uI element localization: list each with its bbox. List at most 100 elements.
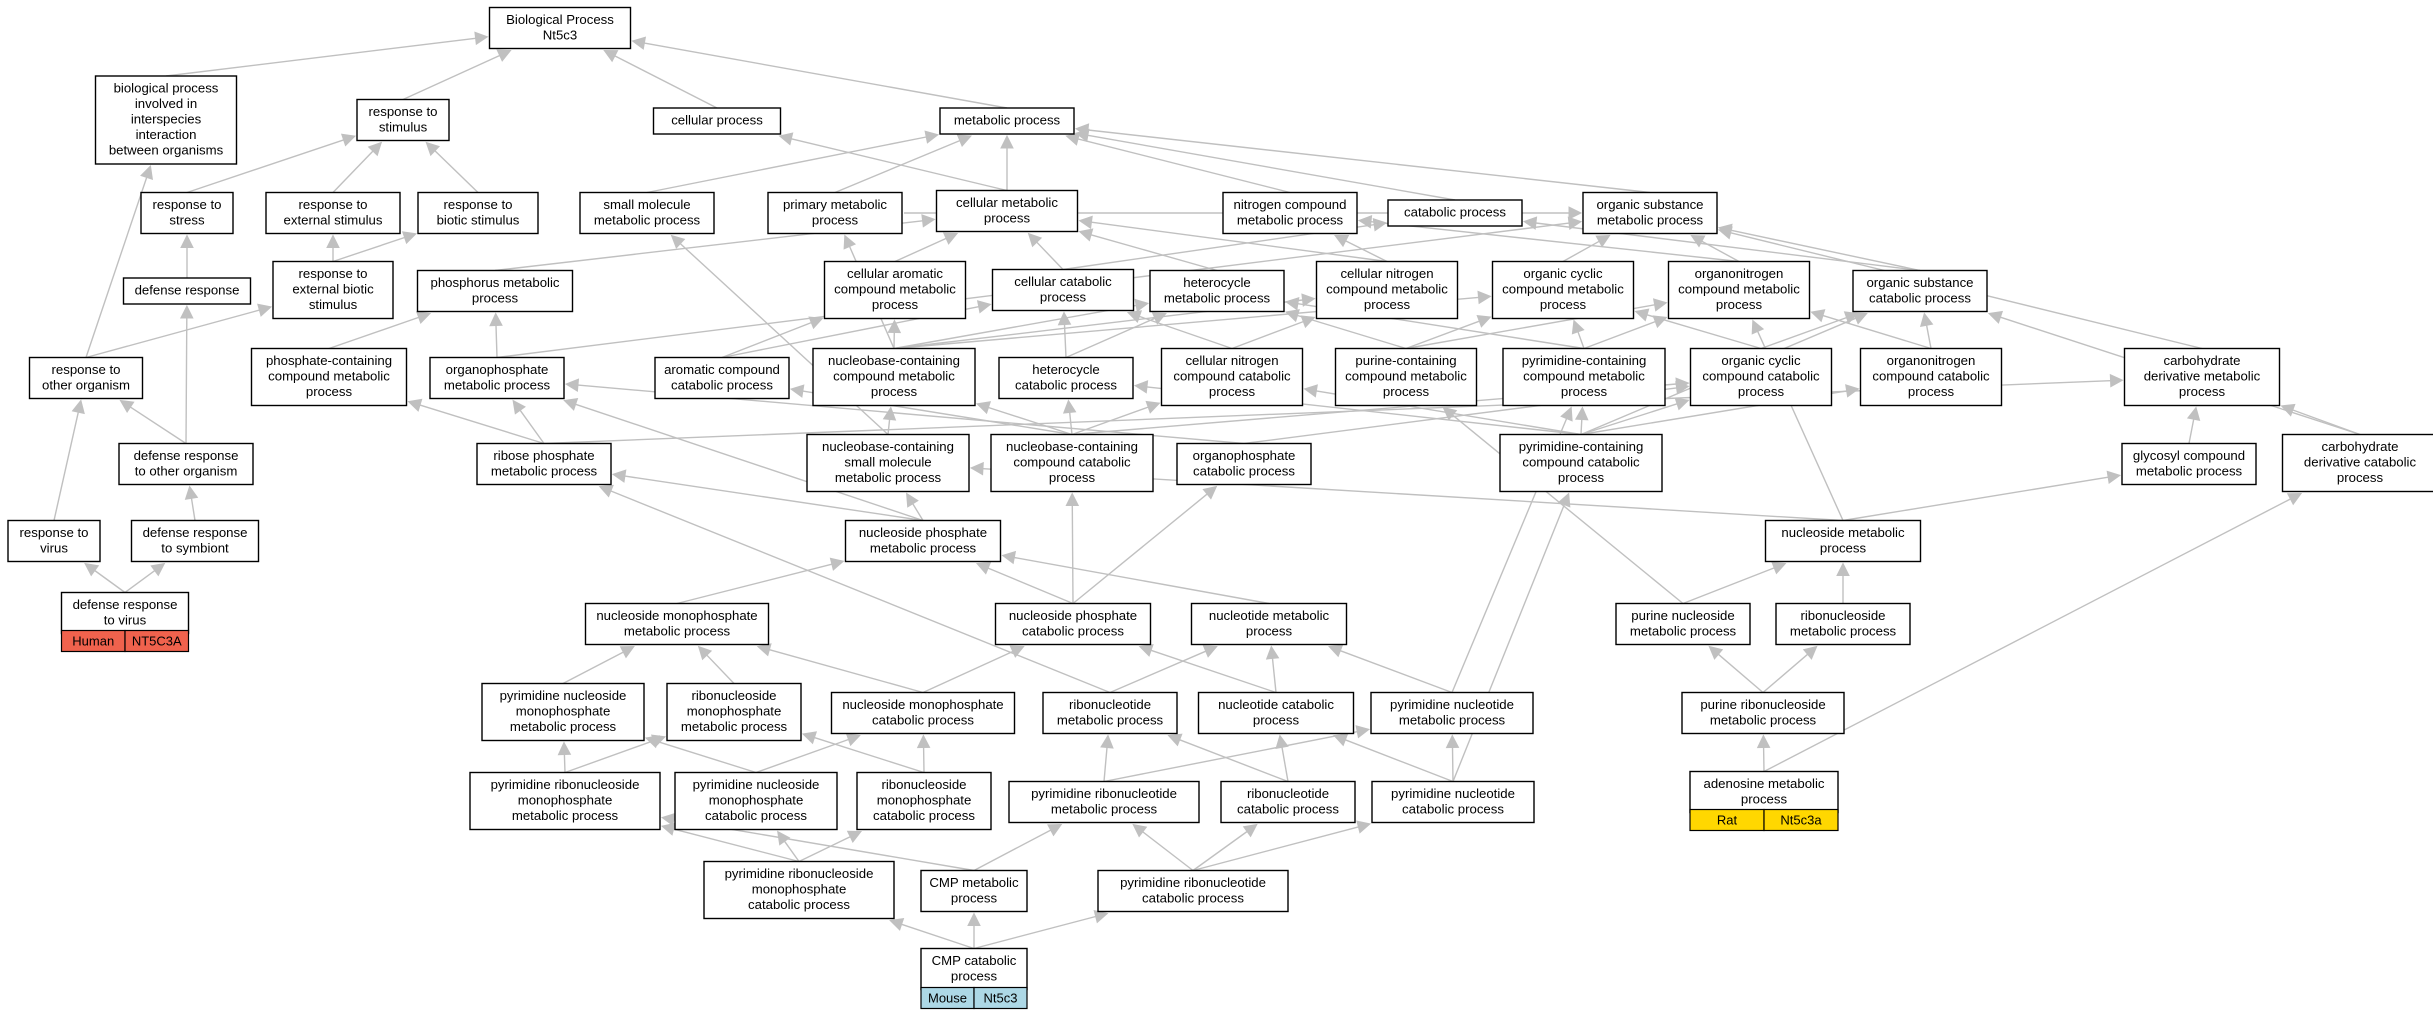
node-label: defense response <box>143 525 248 540</box>
arrow-head-icon <box>1567 216 1583 230</box>
node-box <box>469 771 661 831</box>
arrow-head-icon <box>1132 823 1148 838</box>
node-label: heterocycle <box>1032 362 1099 377</box>
go-term-pyrnmpmp[interactable]: pyrimidine ribonucleosidemonophosphateme… <box>469 771 661 831</box>
node-label: biotic stimulus <box>437 213 520 228</box>
go-term-pynmpcp[interactable]: pyrimidine nucleosidemonophosphatecatabo… <box>674 771 838 831</box>
node-box <box>122 277 252 305</box>
edge-rorg-to-bpint <box>85 164 154 358</box>
go-term-defr[interactable]: defense response <box>122 277 252 305</box>
node-label: to other organism <box>135 464 238 479</box>
node-label: cellular nitrogen <box>1340 266 1433 281</box>
node-label: process <box>1820 541 1867 556</box>
edge-rnmpcp-to-rnmpmp <box>801 731 925 774</box>
node-label: compound catabolic <box>1522 455 1640 470</box>
node-label: compound metabolic <box>833 369 955 384</box>
arrow-head-icon <box>611 469 627 483</box>
go-term-meta[interactable]: metabolic process <box>939 107 1075 135</box>
go-term-cell[interactable]: cellular process <box>652 107 782 135</box>
arrow-head-icon <box>975 562 992 575</box>
go-term-pynmpmp[interactable]: pyrimidine nucleosidemonophosphatemetabo… <box>481 682 645 742</box>
node-box <box>844 519 1002 563</box>
node-label: purine nucleoside <box>1631 608 1734 623</box>
go-term-catp[interactable]: catabolic process <box>1387 199 1523 227</box>
go-term-pyrnmpcp[interactable]: pyrimidine ribonucleosidemonophosphateca… <box>703 860 895 920</box>
species-label: Human <box>72 634 114 649</box>
node-box <box>1582 191 1718 235</box>
arrow-head-icon <box>1100 734 1114 749</box>
node-label: defense response <box>73 597 178 612</box>
arrow-head-icon <box>829 557 845 571</box>
node-label: process <box>812 213 859 228</box>
arrow-head-icon <box>179 304 194 319</box>
edge-line <box>1281 747 1289 782</box>
